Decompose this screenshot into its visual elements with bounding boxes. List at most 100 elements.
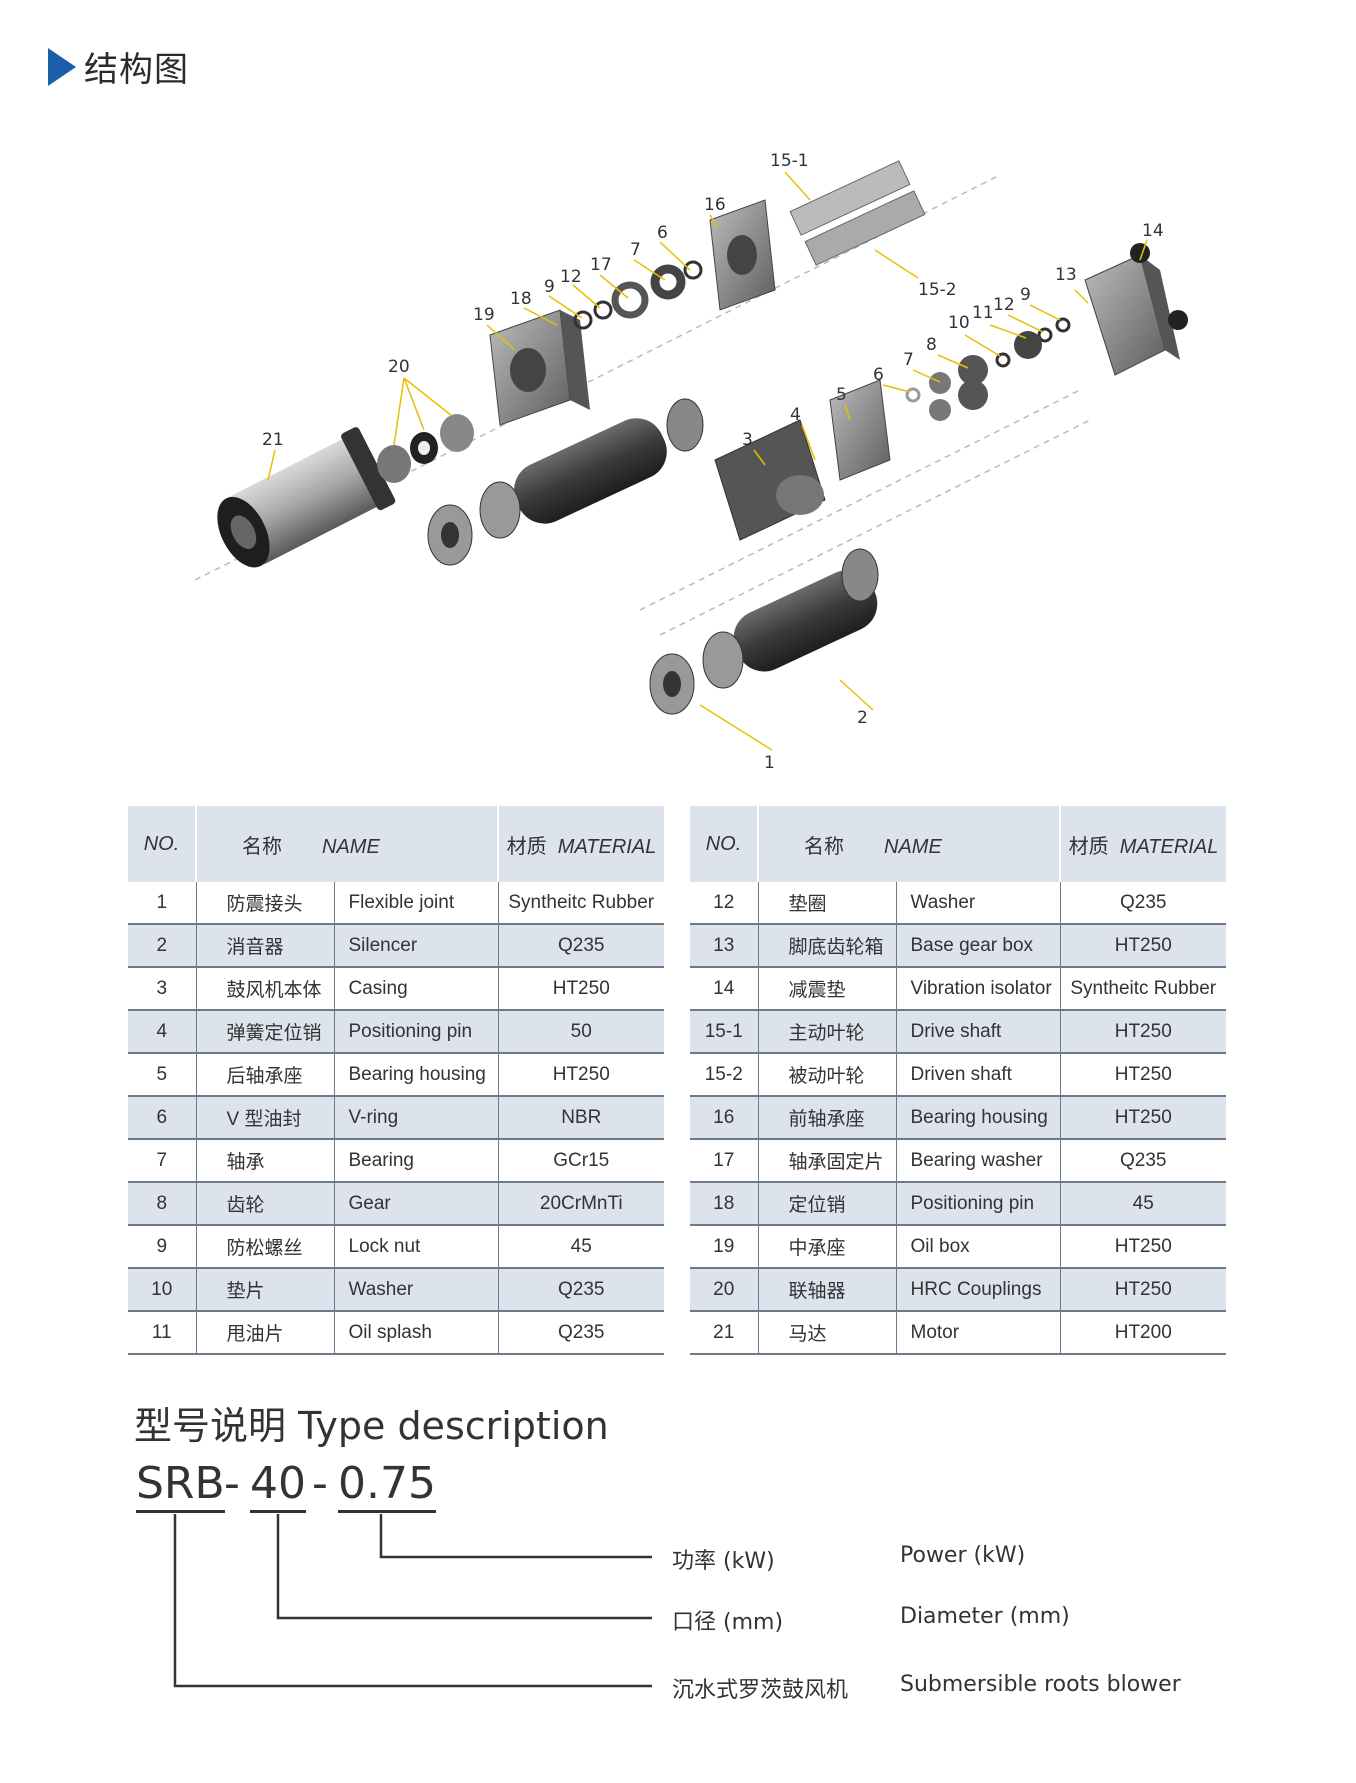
header-no: NO. (690, 806, 758, 882)
part-name-en: Lock nut (333, 1225, 498, 1269)
part-number: 8 (128, 1182, 196, 1226)
part-material: HT200 (1059, 1311, 1226, 1355)
power-label-en: Power (kW) (900, 1543, 1026, 1568)
part-name-cn: 脚底齿轮箱 (757, 924, 896, 968)
part-name-en: Washer (333, 1268, 498, 1312)
part-name-cn: 被动叶轮 (757, 1053, 896, 1097)
part-material: NBR (497, 1096, 664, 1140)
part-name-en: Positioning pin (333, 1010, 498, 1054)
label-2: 2 (857, 708, 868, 728)
part-material: HT250 (1059, 1053, 1226, 1097)
part-name-cn: 前轴承座 (757, 1096, 896, 1140)
base-gear-box-part (1084, 243, 1188, 376)
part-number: 4 (128, 1010, 196, 1054)
silencer-upper-part (427, 398, 704, 566)
play-triangle-icon (48, 47, 76, 86)
label-20: 20 (388, 357, 410, 377)
part-number: 15-2 (690, 1053, 758, 1097)
part-name-cn: 联轴器 (757, 1268, 896, 1312)
label-9-top: 9 (544, 277, 555, 297)
diagram-labels: 15-1 16 6 7 17 12 9 18 19 20 21 14 13 9 … (262, 151, 1164, 773)
label-12-top: 12 (560, 267, 582, 287)
part-material: Q235 (1059, 1139, 1226, 1183)
label-18: 18 (510, 289, 532, 309)
label-15-2: 15-2 (918, 280, 957, 300)
part-name-cn: 马达 (757, 1311, 896, 1355)
label-10: 10 (948, 313, 970, 333)
label-12-right: 12 (993, 295, 1015, 315)
part-material: Syntheitc Rubber (497, 882, 664, 925)
part-material: HT250 (497, 967, 664, 1011)
label-4: 4 (790, 405, 801, 425)
model-code-separator: - (224, 1458, 240, 1509)
top-small-parts (573, 260, 703, 330)
section-heading: 结构图 (48, 42, 189, 91)
power-label-cn: 功率 (kW) (672, 1549, 775, 1574)
part-material: Q235 (497, 1268, 664, 1312)
header-material: 材质 MATERIAL (1059, 806, 1226, 882)
part-number: 10 (128, 1268, 196, 1312)
part-name-en: Oil splash (333, 1311, 498, 1355)
part-number: 21 (690, 1311, 758, 1355)
part-name-en: Bearing housing (895, 1096, 1060, 1140)
rotor-parts (789, 160, 926, 266)
label-21: 21 (262, 430, 284, 450)
part-material: 50 (497, 1010, 664, 1054)
part-name-en: Drive shaft (895, 1010, 1060, 1054)
type-description-title: 型号说明 Type description (134, 1404, 609, 1448)
part-name-cn: 防震接头 (195, 882, 334, 925)
part-name-en: Gear (333, 1182, 498, 1226)
label-15-1: 15-1 (770, 151, 809, 171)
part-name-en: Motor (895, 1311, 1060, 1355)
label-17: 17 (590, 255, 612, 275)
part-material: 45 (1059, 1182, 1226, 1226)
part-name-cn: 轴承固定片 (757, 1139, 896, 1183)
part-name-cn: 弹簧定位销 (195, 1010, 334, 1054)
silencer-lower-part (649, 548, 879, 715)
part-name-cn: 定位销 (757, 1182, 896, 1226)
part-name-cn: 甩油片 (195, 1311, 334, 1355)
part-number: 14 (690, 967, 758, 1011)
part-name-cn: 主动叶轮 (757, 1010, 896, 1054)
part-number: 7 (128, 1139, 196, 1183)
part-name-cn: 减震垫 (757, 967, 896, 1011)
label-7-top: 7 (630, 240, 641, 260)
part-name-cn: 垫圈 (757, 882, 896, 925)
model-code-power: 0.75 (338, 1458, 436, 1513)
part-name-cn: 后轴承座 (195, 1053, 334, 1097)
header-material: 材质 MATERIAL (497, 806, 664, 882)
part-name-cn: V 型油封 (195, 1096, 334, 1140)
part-number: 5 (128, 1053, 196, 1097)
part-number: 6 (128, 1096, 196, 1140)
part-number: 3 (128, 967, 196, 1011)
part-material: Q235 (497, 924, 664, 968)
part-number: 16 (690, 1096, 758, 1140)
diameter-label-cn: 口径 (mm) (672, 1610, 784, 1635)
part-material: 20CrMnTi (497, 1182, 664, 1226)
model-code-diameter: 40 (250, 1458, 306, 1513)
label-5: 5 (836, 385, 847, 405)
part-number: 1 (128, 882, 196, 925)
part-name-cn: 鼓风机本体 (195, 967, 334, 1011)
product-label-en: Submersible roots blower (900, 1672, 1181, 1697)
part-name-en: Flexible joint (333, 882, 498, 925)
part-number: 9 (128, 1225, 196, 1269)
model-code-series: SRB (136, 1458, 225, 1513)
part-name-en: Driven shaft (895, 1053, 1060, 1097)
part-name-cn: 垫片 (195, 1268, 334, 1312)
part-name-en: Positioning pin (895, 1182, 1060, 1226)
